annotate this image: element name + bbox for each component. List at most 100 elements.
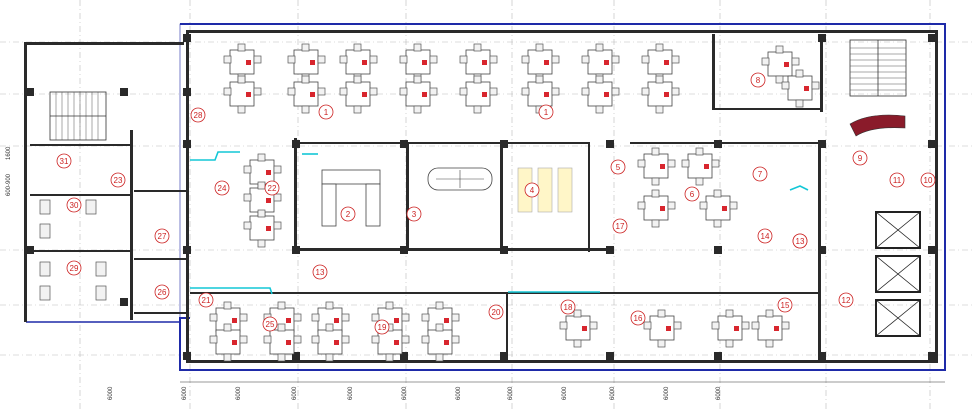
chair: [775, 75, 784, 84]
room-number-text: 22: [268, 184, 277, 193]
room-number: 20: [488, 304, 504, 320]
room-number-text: 31: [60, 157, 69, 166]
chair: [611, 87, 620, 96]
room-number-circle: [264, 180, 280, 196]
chair: [223, 323, 232, 332]
chair: [353, 105, 362, 114]
chair: [341, 335, 350, 344]
chair: [655, 75, 664, 84]
chair: [253, 55, 262, 64]
chair: [651, 189, 660, 198]
equipment-marker: [266, 170, 271, 175]
chair: [713, 219, 722, 228]
workstation-cluster: [581, 43, 620, 82]
room-number-text: 2: [346, 210, 351, 219]
room-number-text: 1: [544, 108, 549, 117]
chair: [451, 335, 460, 344]
room-number-text: 5: [616, 163, 621, 172]
workstation-cluster: [781, 69, 820, 108]
chair: [535, 75, 544, 84]
room-number: 13: [792, 233, 808, 249]
room-number: 16: [630, 310, 646, 326]
chair: [795, 99, 804, 108]
workstation-cluster: [371, 323, 410, 362]
room-number-text: 30: [70, 201, 79, 210]
room-number-circle: [538, 104, 554, 120]
room-number-circle: [312, 264, 328, 280]
room-number: 9: [852, 150, 868, 166]
equipment-marker: [604, 60, 609, 65]
chair: [781, 81, 790, 90]
chair: [385, 353, 394, 362]
chair: [371, 335, 380, 344]
conference-table: [427, 167, 493, 191]
chair: [713, 189, 722, 198]
room-number: 12: [838, 292, 854, 308]
dimension-label: 6000: [348, 386, 354, 400]
equipment-marker: [286, 340, 291, 345]
chair: [399, 55, 408, 64]
chair: [651, 177, 660, 186]
chair: [671, 55, 680, 64]
workstation-cluster: [223, 75, 262, 114]
room-number-circle: [340, 206, 356, 222]
equipment-marker: [232, 340, 237, 345]
chair: [637, 159, 646, 168]
room-number: 31: [56, 153, 72, 169]
room-number-text: 7: [758, 170, 763, 179]
chair: [795, 69, 804, 78]
equipment-marker: [664, 60, 669, 65]
structural-columns: [26, 34, 936, 360]
room-number: 23: [110, 172, 126, 188]
room-number-circle: [318, 104, 334, 120]
room-number-text: 20: [492, 308, 501, 317]
chair: [277, 301, 286, 310]
room-number-circle: [488, 304, 504, 320]
chair: [341, 313, 350, 322]
room-number: 7: [752, 166, 768, 182]
equipment-marker: [604, 92, 609, 97]
workstation-cluster: [643, 309, 682, 348]
workstation-cluster: [287, 43, 326, 82]
chair: [293, 313, 302, 322]
chair: [317, 55, 326, 64]
room-number-circle: [110, 172, 126, 188]
room-number-circle: [214, 180, 230, 196]
room-number-text: 13: [316, 268, 325, 277]
workstation-cluster: [711, 309, 750, 348]
room-number-text: 13: [796, 237, 805, 246]
chair: [399, 87, 408, 96]
chair: [239, 313, 248, 322]
workstation-cluster: [339, 43, 378, 82]
equipment-marker: [394, 340, 399, 345]
chair: [611, 55, 620, 64]
chair: [277, 323, 286, 332]
room-number-circle: [630, 310, 646, 326]
equipment-marker: [334, 340, 339, 345]
room-number-text: 19: [378, 323, 387, 332]
chair: [681, 159, 690, 168]
equipment-marker: [310, 92, 315, 97]
chair: [243, 193, 252, 202]
room-number-text: 11: [893, 176, 902, 185]
room-number-circle: [838, 292, 854, 308]
chair: [223, 301, 232, 310]
chair: [761, 57, 770, 66]
chair: [671, 87, 680, 96]
stair-right: [849, 39, 907, 97]
workstation-cluster: [699, 189, 738, 228]
workstation-cluster: [681, 147, 720, 186]
chair: [325, 301, 334, 310]
room-number-text: 10: [924, 176, 933, 185]
equipment-marker: [310, 60, 315, 65]
room-number-circle: [154, 228, 170, 244]
equipment-marker: [582, 326, 587, 331]
chair: [435, 301, 444, 310]
chair: [311, 313, 320, 322]
room-number-text: 18: [564, 303, 573, 312]
room-number-circle: [66, 197, 82, 213]
stair-left: [49, 91, 107, 141]
equipment-marker: [444, 340, 449, 345]
